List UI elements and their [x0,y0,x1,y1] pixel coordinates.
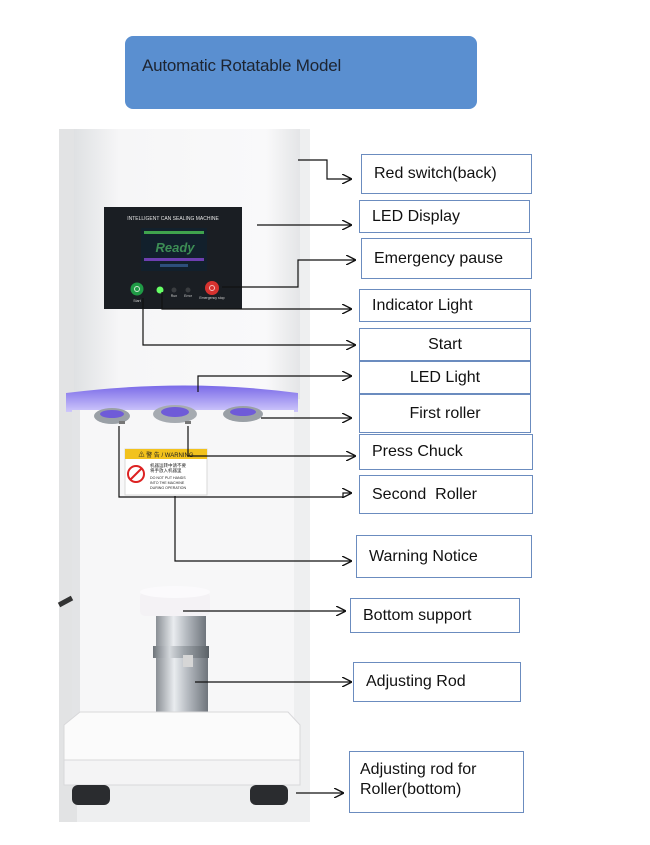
callout-emergency-pause: Emergency pause [361,238,532,279]
emergency-stop-button [205,281,219,295]
svg-text:将手放入机器里: 将手放入机器里 [150,467,182,474]
leader-start [142,298,355,345]
led-light-bar [66,385,298,412]
title-banner: Automatic Rotatable Model [125,36,477,109]
leader-red-switch [298,159,351,179]
callout-press-chuck: Press Chuck [359,434,533,470]
roller-assembly [94,405,263,424]
callout-warning-notice: Warning Notice [356,535,532,578]
callout-led-light: LED Light [359,361,531,394]
leader-emergency-pause [222,260,355,288]
run-indicator-light [156,286,164,294]
leader-led-light [197,376,351,392]
screen-text: Ready [155,240,195,255]
svg-text:⚠ 警 告 / WARNING: ⚠ 警 告 / WARNING [138,451,193,459]
leader-warning-notice [174,496,351,561]
leader-second-roller [118,426,351,497]
panel-header: INTELLIGENT CAN SEALING MACHINE [127,216,219,222]
callout-adjusting-rod-roller: Adjusting rod for Roller(bottom) [349,751,524,813]
svg-text:DO NOT PUT HANDS: DO NOT PUT HANDS [150,476,186,480]
svg-text:Run: Run [171,294,177,298]
leader-press-chuck [187,426,355,456]
callout-adjusting-rod: Adjusting Rod [353,662,521,702]
callout-bottom-support: Bottom support [350,598,520,633]
svg-text:Error: Error [184,294,193,298]
led-display-screen [141,228,207,271]
callout-red-switch: Red switch(back) [361,154,532,194]
svg-text:机器运转中请不要: 机器运转中请不要 [150,462,186,469]
callout-indicator-light: Indicator Light [359,289,531,322]
svg-text:DURING OPERATION: DURING OPERATION [150,486,186,490]
callout-start: Start [359,328,531,361]
svg-text:Emergency stop: Emergency stop [199,296,224,300]
svg-text:Start: Start [133,299,140,303]
svg-text:INTO THE MACHINE: INTO THE MACHINE [150,481,185,485]
callout-first-roller: First roller [359,394,531,433]
machine-base [63,711,301,805]
leader-indicator-light [161,292,351,309]
callout-second-roller: Second Roller [359,475,533,514]
bottom-support [140,586,210,616]
start-button-light [130,282,144,296]
title-text: Automatic Rotatable Model [142,56,342,75]
callout-led-display: LED Display [359,200,530,233]
warning-sticker: ⚠ 警 告 / WARNING 机器运转中请不要 将手放入机器里 DO NOT … [124,448,208,496]
